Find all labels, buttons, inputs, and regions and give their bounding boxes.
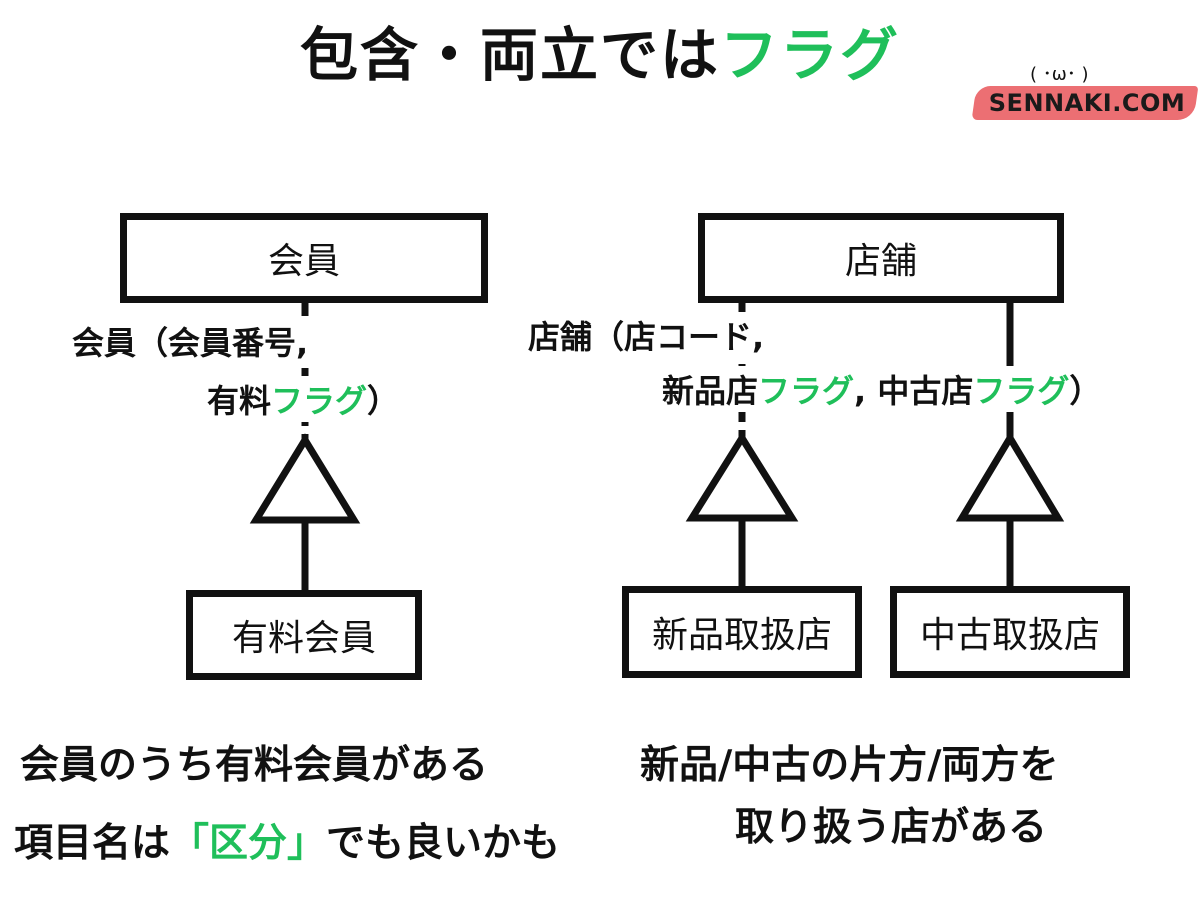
note-left-line1: 会員のうち有料会員がある — [20, 743, 489, 788]
note-left-line2: 項目名は「区分」でも良いかも — [14, 812, 560, 868]
right-attr-b: , 中古店 — [854, 372, 974, 410]
logo-text: SENNAKI.COM — [988, 89, 1186, 117]
left-attr-post: ） — [367, 382, 400, 420]
title-main: 包含・両立では — [299, 21, 720, 89]
entity-label-member: 会員 — [267, 241, 340, 282]
note-left-post: でも良いかも — [326, 821, 561, 866]
entity-box-store: 店舗 — [698, 213, 1064, 303]
left-attribute-line1: 会員（会員番号, — [70, 318, 311, 364]
entity-label-new-goods-store: 新品取扱店 — [651, 615, 832, 656]
page-title: 包含・両立ではフラグ — [0, 8, 1200, 92]
entity-box-member: 会員 — [120, 213, 488, 303]
left-inheritance-triangle — [249, 433, 361, 524]
note-right-line2: 取り扱う店がある — [735, 805, 1048, 850]
entity-box-paid-member: 有料会員 — [186, 590, 422, 680]
entity-box-used-goods-store: 中古取扱店 — [890, 586, 1130, 678]
right-inheritance-triangle-a — [685, 431, 799, 522]
note-left-accent: 「区分」 — [170, 821, 327, 866]
left-attr-flag: フラグ — [271, 382, 368, 420]
entity-label-store: 店舗 — [844, 241, 917, 282]
left-attribute-line2: 有料フラグ） — [205, 376, 402, 422]
entity-box-new-goods-store: 新品取扱店 — [622, 586, 862, 678]
right-attribute-line1: 店舗（店コード, — [526, 312, 767, 358]
right-attr-a: 新品店 — [662, 372, 759, 410]
right-attr-c: ） — [1069, 372, 1102, 410]
title-accent: フラグ — [720, 21, 901, 89]
left-attr-pre: 有料 — [207, 382, 272, 420]
entity-label-used-goods-store: 中古取扱店 — [919, 615, 1100, 656]
entity-label-paid-member: 有料会員 — [231, 618, 376, 659]
right-attribute-line2: 新品店フラグ, 中古店フラグ） — [660, 366, 1104, 412]
note-right-line1: 新品/中古の片方/両方を — [640, 743, 1059, 788]
right-attr-flag1: フラグ — [758, 372, 855, 410]
right-inheritance-triangle-b — [955, 431, 1065, 522]
note-left-pre: 項目名は — [14, 821, 171, 866]
right-attr-flag2: フラグ — [973, 372, 1070, 410]
logo-face: ( ･ω･ ) — [1030, 64, 1089, 85]
